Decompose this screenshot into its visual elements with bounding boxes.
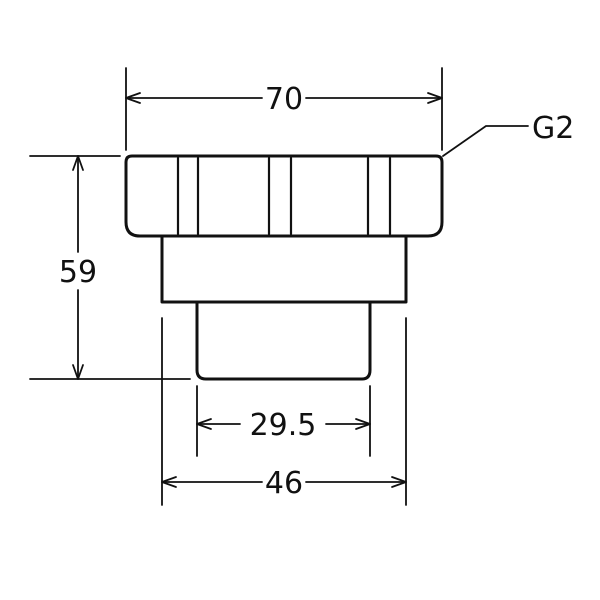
hex-nut-body xyxy=(124,154,444,238)
dimension-inner-width-label: 29.5 xyxy=(250,408,317,443)
dimension-top-width-label: 70 xyxy=(265,82,303,117)
fitting-outline xyxy=(124,154,444,381)
hex-flat-lines xyxy=(176,156,392,236)
dimension-bottom-width: 46 xyxy=(161,317,407,506)
dimension-top-width: 70 xyxy=(125,67,443,151)
thread-callout: G2 xyxy=(442,111,574,157)
collar xyxy=(160,234,408,304)
dimension-bottom-width-label: 46 xyxy=(265,466,303,501)
dimension-inner-width: 29.5 xyxy=(196,385,371,457)
spigot xyxy=(195,300,372,381)
dimension-height: 59 xyxy=(29,155,191,380)
dimension-height-label: 59 xyxy=(59,255,97,290)
thread-label: G2 xyxy=(532,111,574,146)
